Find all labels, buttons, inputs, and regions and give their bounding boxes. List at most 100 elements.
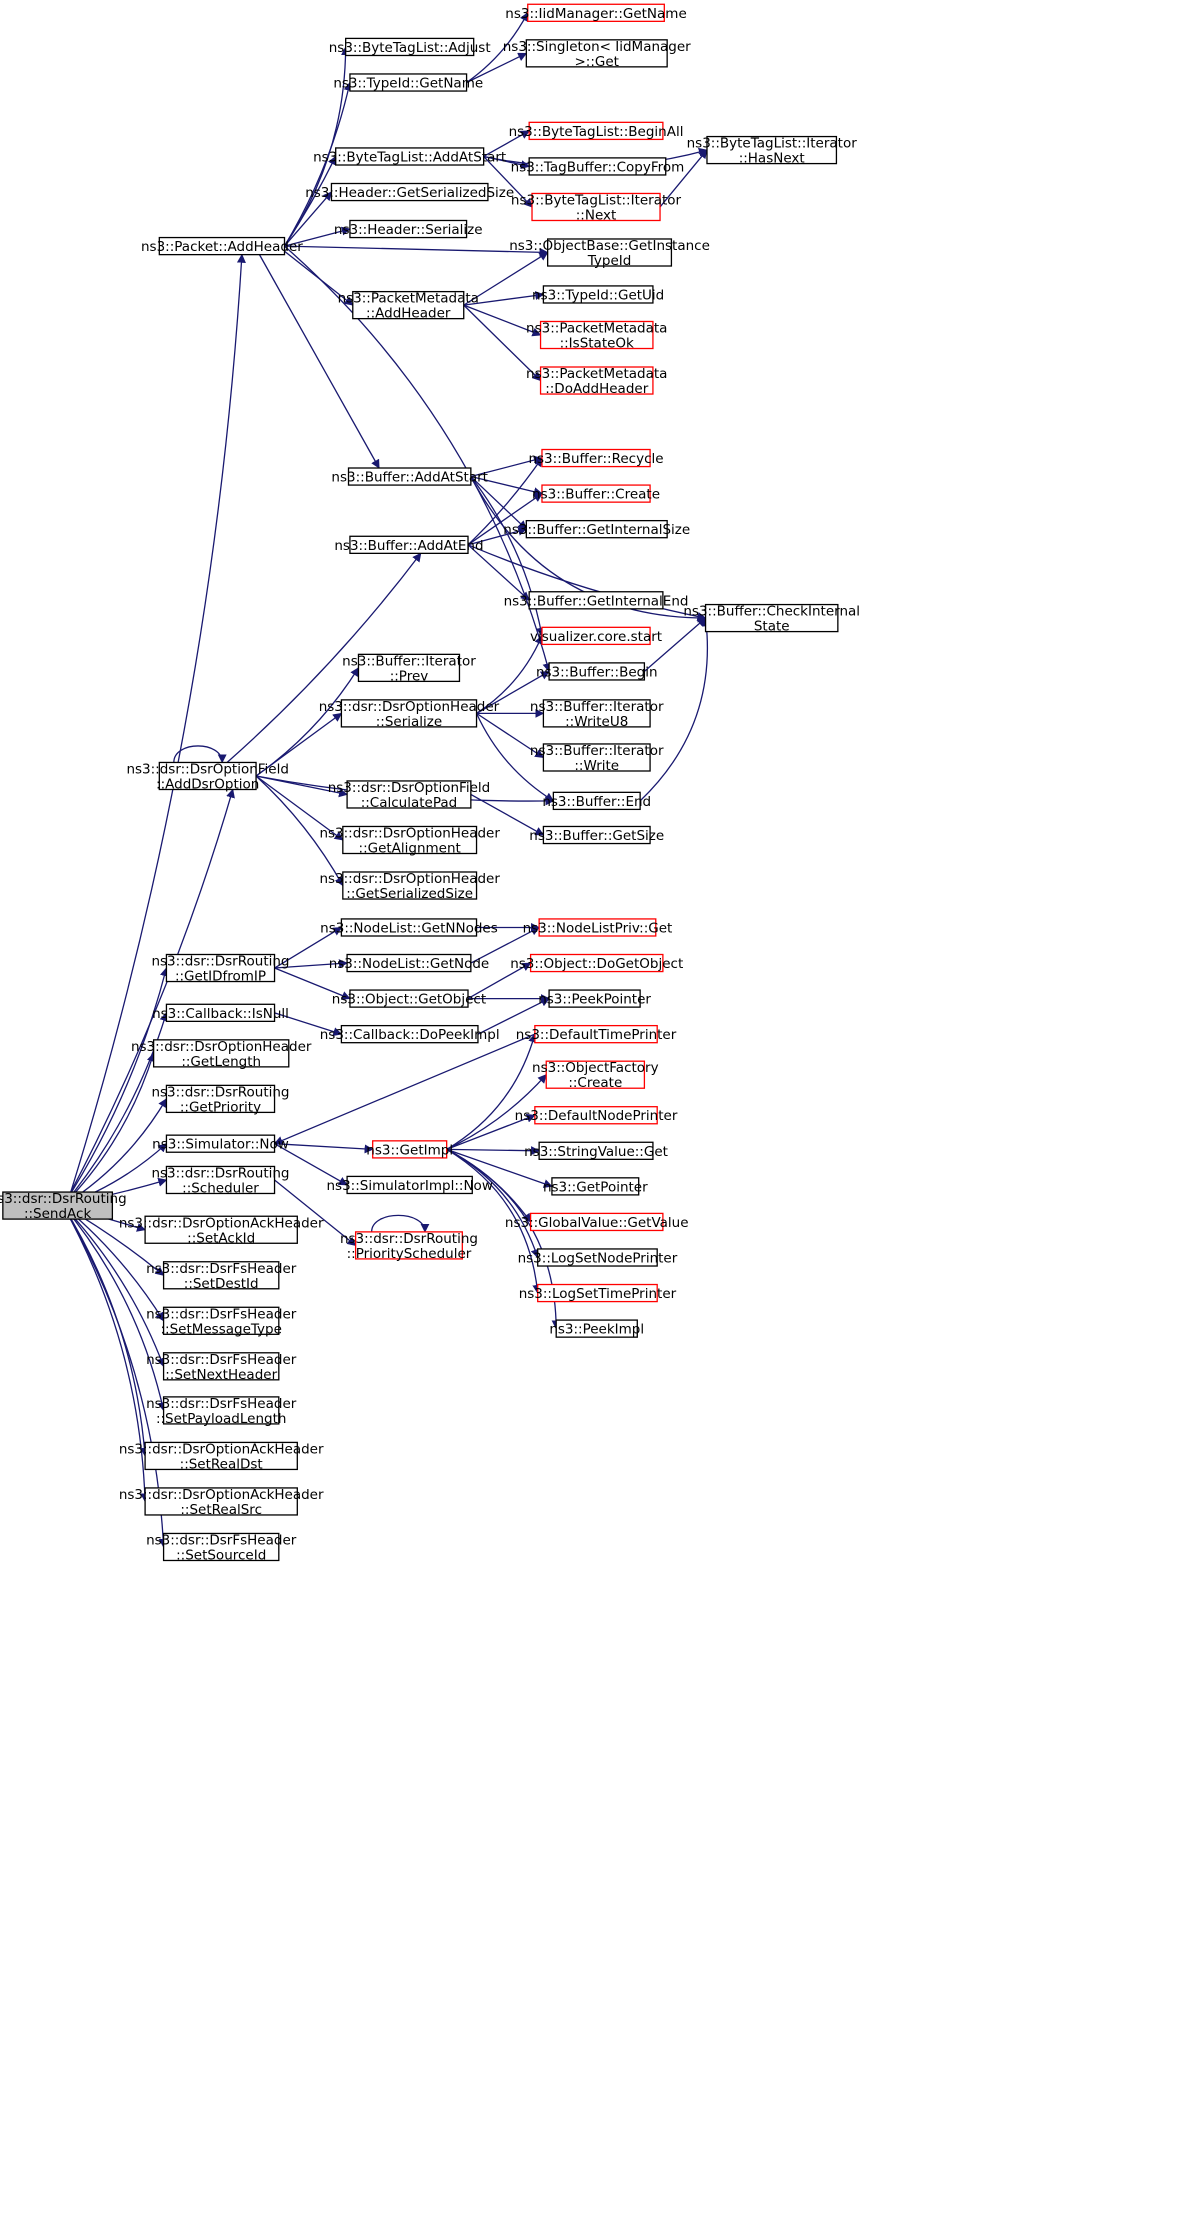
node-box [552, 791, 641, 811]
node-btl_adjust[interactable]: ns3::ByteTagList::Adjust [329, 37, 491, 57]
node-label: ns3::Buffer::GetInternalSize [503, 522, 690, 538]
edge-dof_adddsroption-to-dof_adddsroption [173, 745, 227, 764]
node-label: ns3::Packet::AddHeader [141, 239, 303, 255]
node-box [541, 484, 651, 503]
node-btl_addatstart[interactable]: ns3::ByteTagList::AddAtStart [313, 147, 506, 166]
node-box [534, 1106, 658, 1125]
node-label: ns3::Object::DoGetObject [510, 956, 683, 972]
node-nodelist_getnode[interactable]: ns3::NodeList::GetNode [329, 953, 490, 973]
node-box [162, 1532, 280, 1562]
node-buf_end[interactable]: ns3::Buffer::End [542, 791, 651, 811]
node-label: ns3::Buffer::Begin [536, 664, 658, 680]
node-logsettimeprinter[interactable]: ns3::LogSetTimePrinter [519, 1283, 677, 1303]
node-defaultnodeprinter[interactable]: ns3::DefaultNodePrinter [515, 1106, 678, 1125]
node-dsr_priorityscheduler[interactable]: ns3::dsr::DsrRouting::PriorityScheduler [340, 1231, 478, 1262]
node-singleton_get[interactable]: ns3::Singleton< IidManager>::Get [503, 39, 691, 70]
node-buf_iter_write[interactable]: ns3::Buffer::Iterator::Write [530, 743, 664, 774]
node-dsr_getpriority[interactable]: ns3::dsr::DsrRouting::GetPriority [151, 1084, 289, 1115]
node-callback_isnull[interactable]: ns3::Callback::IsNull [152, 1003, 289, 1023]
node-callback_dopeekimpl[interactable]: ns3::Callback::DoPeekImpl [320, 1024, 500, 1044]
edge-pkt_addheader-to-btl_addatstart [283, 155, 337, 247]
node-box [525, 39, 668, 68]
node-dfh_setsourceid[interactable]: ns3::dsr::DsrFsHeader::SetSourceId [146, 1532, 297, 1563]
node-object_getobject[interactable]: ns3::Object::GetObject [332, 989, 486, 1008]
node-nodelistpriv_get[interactable]: ns3::NodeListPriv::Get [523, 918, 673, 937]
node-viz_start[interactable]: visualizer.core.start [530, 626, 662, 646]
node-dof_adddsroption[interactable]: ns3::dsr::DsrOptionField::AddDsrOption [126, 761, 288, 792]
node-typeid_getuid[interactable]: ns3::TypeId::GetUid [532, 285, 664, 304]
node-globalvalue_getvalue[interactable]: ns3::GlobalValue::GetValue [505, 1212, 689, 1232]
edge-btl_addatstart-to-btl_beginall [483, 130, 530, 158]
node-root[interactable]: ns3::dsr::DsrRouting::SendAck [0, 1191, 127, 1222]
node-buf_addatstart[interactable]: ns3::Buffer::AddAtStart [331, 467, 488, 486]
node-peekimpl[interactable]: ns3::PeekImpl [549, 1319, 644, 1338]
node-label: ns3::Callback::IsNull [152, 1006, 289, 1022]
node-doh_getalign[interactable]: ns3::dsr::DsrOptionHeader::GetAlignment [319, 825, 500, 856]
node-box [534, 1024, 658, 1044]
node-simimpl_now[interactable]: ns3::SimulatorImpl::Now [326, 1175, 493, 1195]
node-iidmgr_getname[interactable]: ns3::IidManager::GetName [505, 3, 687, 22]
node-dfh_setnextheader[interactable]: ns3::dsr::DsrFsHeader::SetNextHeader [146, 1352, 297, 1383]
node-label: ns3::dsr::DsrRouting [340, 1231, 478, 1247]
node-doh_getlength[interactable]: ns3::dsr::DsrOptionHeader::GetLength [131, 1039, 312, 1070]
node-dfh_setdestid[interactable]: ns3::dsr::DsrFsHeader::SetDestId [146, 1261, 297, 1292]
node-dof_calcpad[interactable]: ns3::dsr::DsrOptionField::CalculatePad [328, 780, 490, 811]
node-label: TypeId [587, 253, 632, 269]
node-label: ns3::dsr::DsrFsHeader [146, 1352, 297, 1368]
node-defaulttimeprinter[interactable]: ns3::DefaultTimePrinter [516, 1024, 677, 1044]
node-pkt_addheader[interactable]: ns3::Packet::AddHeader [141, 236, 303, 256]
node-doh_serialize[interactable]: ns3::dsr::DsrOptionHeader::Serialize [319, 699, 500, 730]
node-header_serialize[interactable]: ns3::Header::Serialize [334, 219, 483, 239]
node-dsr_scheduler[interactable]: ns3::dsr::DsrRouting::Scheduler [151, 1165, 289, 1196]
node-buf_getinternalend[interactable]: ns3::Buffer::GetInternalEnd [504, 591, 689, 610]
node-buf_addatend[interactable]: ns3::Buffer::AddAtEnd [334, 535, 484, 555]
node-btl_iter_hasnext[interactable]: ns3::ByteTagList::Iterator::HasNext [687, 136, 858, 167]
node-label: ns3::TypeId::GetUid [532, 287, 664, 303]
node-getpointer[interactable]: ns3::GetPointer [543, 1177, 648, 1196]
node-simulator_now[interactable]: ns3::Simulator::Now [152, 1134, 289, 1153]
node-dfh_setmsgtype[interactable]: ns3::dsr::DsrFsHeader::SetMessageType [146, 1306, 297, 1337]
node-typeid_getname[interactable]: ns3::TypeId::GetName [333, 73, 483, 92]
node-objectfactory_create[interactable]: ns3::ObjectFactory::Create [532, 1060, 659, 1091]
node-nodelist_getnnodes[interactable]: ns3::NodeList::GetNNodes [320, 918, 498, 937]
node-dsr_getidfromip[interactable]: ns3::dsr::DsrRouting::GetIDfromIP [151, 954, 289, 985]
node-logsetnodeprinter[interactable]: ns3::LogSetNodePrinter [518, 1248, 678, 1267]
node-buf_recycle[interactable]: ns3::Buffer::Recycle [528, 448, 664, 468]
node-header_getsersize[interactable]: ns3::Header::GetSerializedSize [305, 182, 514, 202]
node-btl_beginall[interactable]: ns3::ByteTagList::BeginAll [509, 121, 684, 141]
edge-nodelist_getnode-to-nodelistpriv_get [470, 926, 540, 964]
node-box [144, 1441, 298, 1471]
node-buf_begin[interactable]: ns3::Buffer::Begin [536, 662, 658, 681]
node-label: ns3::PeekPointer [538, 992, 651, 1008]
node-pm_addheader[interactable]: ns3::PacketMetadata::AddHeader [338, 291, 479, 322]
node-doh_getsersize[interactable]: ns3::dsr::DsrOptionHeader::GetSerialized… [319, 871, 500, 902]
node-pm_doaddheader[interactable]: ns3::PacketMetadata::DoAddHeader [526, 366, 667, 397]
edge-buf_addatend-to-buf_getinternalsize [467, 526, 528, 546]
node-buf_create[interactable]: ns3::Buffer::Create [532, 484, 660, 503]
node-box [372, 1140, 448, 1159]
node-tagbuffer_copyfrom[interactable]: ns3::TagBuffer::CopyFrom [511, 157, 685, 176]
node-btl_iter_next[interactable]: ns3::ByteTagList::Iterator::Next [511, 192, 682, 223]
node-peekpointer[interactable]: ns3::PeekPointer [538, 989, 651, 1008]
edge-getimpl-to-defaultnodeprinter [446, 1113, 536, 1150]
node-buf_iter_prev[interactable]: ns3::Buffer::Iterator::Prev [342, 653, 476, 684]
node-label: ns3::SimulatorImpl::Now [326, 1178, 492, 1194]
node-label: State [754, 619, 790, 635]
edge-root-to-doah_setrealsrc [62, 1205, 150, 1503]
node-buf_getsize[interactable]: ns3::Buffer::GetSize [529, 825, 664, 845]
node-pm_isstateok[interactable]: ns3::PacketMetadata::IsStateOk [526, 320, 667, 351]
node-dfh_setpayloadlen[interactable]: ns3::dsr::DsrFsHeader::SetPayloadLength [146, 1396, 297, 1427]
node-doah_setrealsrc[interactable]: ns3::dsr::DsrOptionAckHeader::SetRealSrc [119, 1487, 324, 1518]
node-object_dogetobject[interactable]: ns3::Object::DoGetObject [510, 953, 683, 973]
node-stringvalue_get[interactable]: ns3::StringValue::Get [524, 1141, 668, 1160]
node-buf_iter_writeu8[interactable]: ns3::Buffer::Iterator::WriteU8 [530, 699, 664, 730]
node-doah_setackid[interactable]: ns3::dsr::DsrOptionAckHeader::SetAckId [119, 1215, 324, 1246]
node-buf_getinternalsize[interactable]: ns3::Buffer::GetInternalSize [503, 519, 690, 539]
node-doah_setrealdst[interactable]: ns3::dsr::DsrOptionAckHeader::SetRealDst [119, 1441, 324, 1472]
node-label: ns3::dsr::DsrOptionHeader [131, 1039, 312, 1055]
node-label: ns3::TypeId::GetName [333, 76, 483, 92]
node-label: ns3::dsr::DsrOptionHeader [319, 871, 500, 887]
node-getimpl[interactable]: ns3::GetImpl [366, 1140, 453, 1159]
